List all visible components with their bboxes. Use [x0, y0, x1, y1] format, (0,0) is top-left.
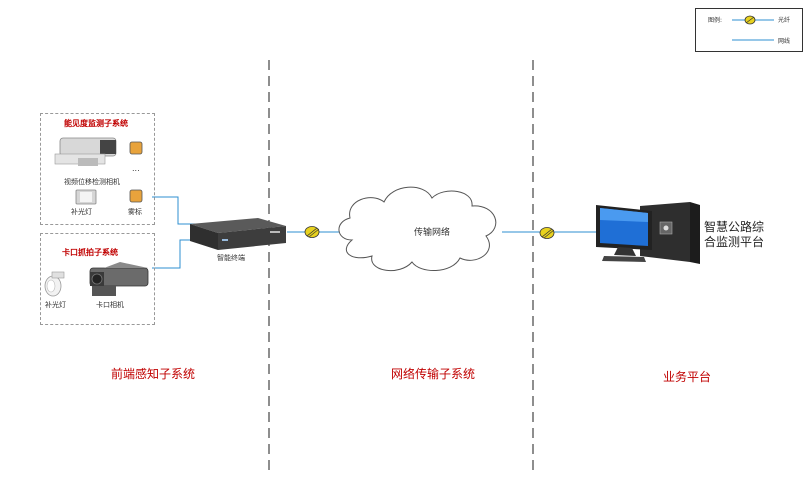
platform-name-line1: 智慧公路综	[704, 220, 765, 234]
fill-light-icon-weather	[75, 189, 97, 205]
fill-light-icon-checkpoint	[44, 271, 65, 297]
smart-terminal-label: 智能终端	[217, 254, 245, 262]
network-section-label: 网络传输子系统	[391, 367, 476, 381]
visibility-camera-label: 视频位移检测相机	[64, 178, 120, 186]
smart-terminal-icon	[190, 218, 286, 250]
front-end-section-label: 前端感知子系统	[111, 367, 196, 381]
platform-name-line2: 合监测平台	[704, 235, 765, 249]
visibility-monitor-group	[40, 113, 155, 225]
fog-marker-icon	[129, 189, 143, 203]
checkpoint-group-title: 卡口抓拍子系统	[62, 248, 118, 257]
visibility-camera-icon	[54, 137, 117, 166]
checkpoint-camera-label: 卡口相机	[96, 301, 124, 309]
legend: 图例: 光纤 网线	[695, 8, 803, 52]
weather-light-icon-1	[129, 141, 143, 155]
checkpoint-fill-light-label: 补光灯	[45, 301, 66, 309]
weather-fill-light-label: 补光灯	[71, 208, 92, 216]
platform-computer-icon	[596, 202, 700, 264]
legend-fiber-label: 光纤	[778, 17, 791, 24]
legend-cable-label: 网线	[778, 38, 791, 45]
legend-title: 图例:	[708, 17, 723, 24]
fog-marker-label: 雾标	[128, 208, 142, 216]
visibility-group-title: 能见度监测子系统	[64, 119, 128, 128]
network-cloud-icon	[338, 186, 497, 272]
checkpoint-capture-group	[40, 233, 155, 325]
weather-ellipsis: ...	[132, 164, 140, 173]
legend-symbols	[732, 15, 774, 41]
cable-checkpoint-to-terminal	[152, 239, 205, 269]
cable-weather-to-terminal	[152, 196, 205, 225]
network-cloud-label: 传输网络	[414, 228, 451, 238]
platform-section-label: 业务平台	[663, 370, 712, 384]
checkpoint-camera-icon	[89, 262, 149, 296]
